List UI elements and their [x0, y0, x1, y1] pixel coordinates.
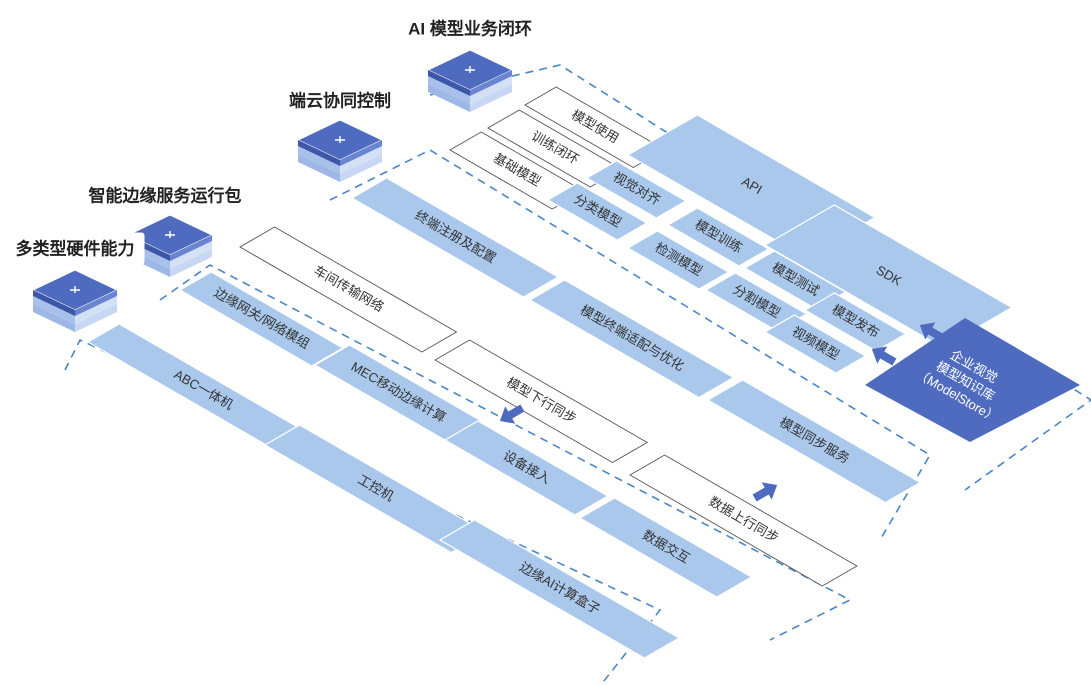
layer-title: AI 模型业务闭环 — [398, 12, 542, 45]
layer-2-tiles: 车间传输网络模型下行同步数据上行同步边缘网关/网络模组MEC移动边缘计算设备接入… — [178, 226, 858, 598]
tile-label: 边缘网关/网络模组 — [212, 285, 313, 352]
tile-shape — [666, 207, 770, 267]
tile: 终端注册及配置 — [350, 177, 560, 298]
layer-title-box — [5, 232, 145, 265]
layer-title: 多类型硬件能力 — [5, 232, 145, 265]
layer-title: 端云协同控制 — [279, 84, 401, 117]
tile-label: 模型终端适配与优化 — [578, 302, 687, 373]
tile-shape — [626, 230, 730, 290]
tile-shape — [528, 279, 735, 399]
tile-shape — [434, 339, 649, 464]
frame-edge-cloud — [329, 149, 932, 541]
left-arrow-icon — [871, 346, 897, 366]
tile-shape — [350, 177, 560, 298]
cubes — [31, 49, 514, 332]
cube-logo-icon — [426, 49, 514, 112]
left-arrow-icon — [919, 322, 945, 342]
tile-shape — [313, 344, 483, 442]
up-arrow-icon — [752, 482, 778, 502]
cube-logo-icon — [31, 269, 119, 332]
layer-title-text: 多类型硬件能力 — [16, 238, 135, 258]
tile-shape — [763, 204, 1014, 349]
tile-shape — [704, 272, 808, 332]
frame-edge-service — [159, 264, 852, 641]
tile-shape — [546, 182, 648, 241]
tile-shape — [629, 454, 858, 587]
layer-title-box — [78, 179, 252, 212]
tile: 边缘AI计算盒子 — [438, 519, 681, 659]
arrows — [499, 322, 945, 502]
layer-title-text: AI 模型业务闭环 — [408, 18, 532, 38]
tile-shape — [743, 250, 847, 310]
cube-logo-icon — [296, 119, 384, 182]
tile-shape — [706, 379, 922, 504]
tile-shape — [443, 420, 609, 516]
tile-shape — [239, 226, 458, 353]
tile: 模型终端适配与优化 — [528, 279, 735, 399]
layer-title: 智能边缘服务运行包 — [78, 179, 252, 212]
layer-title-text: 智能边缘服务运行包 — [89, 185, 242, 205]
tile: SDK — [763, 204, 1014, 349]
model-store-shape — [865, 318, 1080, 442]
tile-shape — [803, 292, 907, 352]
layer-title-box — [279, 84, 401, 117]
tile: 模型测试 — [743, 250, 847, 310]
tile-shape — [763, 314, 867, 374]
layer-title-text: 端云协同控制 — [289, 90, 391, 110]
tile: 模型同步服务 — [706, 379, 922, 504]
tile-shape — [178, 271, 345, 367]
tile-shape — [438, 519, 681, 659]
tile-shape — [578, 497, 753, 598]
layer-title-box — [398, 12, 542, 45]
tile: 模型训练 — [666, 207, 770, 267]
tile-shape — [585, 160, 687, 219]
down-arrow-icon — [499, 404, 525, 424]
